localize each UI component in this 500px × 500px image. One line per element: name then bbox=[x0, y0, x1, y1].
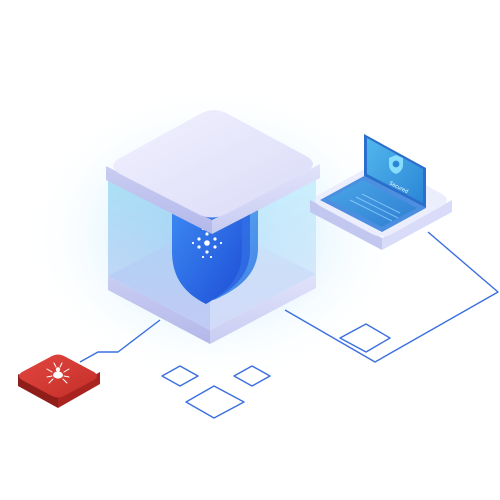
laptop-platform-side-left bbox=[310, 200, 382, 250]
keyboard-keys bbox=[349, 193, 401, 222]
floor-tile bbox=[233, 365, 271, 387]
floor-tile bbox=[185, 385, 245, 419]
vault-top-left-face bbox=[106, 166, 212, 234]
threat-block bbox=[18, 354, 100, 408]
floor-tiles bbox=[161, 323, 391, 419]
floor-tile bbox=[161, 365, 199, 387]
connector-right-loop bbox=[284, 231, 499, 363]
secured-laptop: Secured bbox=[310, 134, 452, 250]
connector-lines bbox=[79, 231, 499, 363]
bug-icon bbox=[46, 362, 70, 384]
shield-check-icon bbox=[389, 155, 403, 174]
secure-vault bbox=[106, 110, 320, 344]
vault-bottom-right-face bbox=[210, 274, 316, 344]
network-node-glyph bbox=[191, 227, 223, 259]
laptop-keyboard bbox=[328, 180, 417, 227]
floor-tile bbox=[339, 323, 391, 353]
laptop-platform-side-right bbox=[382, 200, 452, 250]
vault-top-surface bbox=[113, 110, 313, 218]
vault-bottom-left-face bbox=[108, 276, 210, 344]
vault-top-right-face bbox=[212, 164, 320, 234]
connector-threat bbox=[79, 319, 161, 363]
